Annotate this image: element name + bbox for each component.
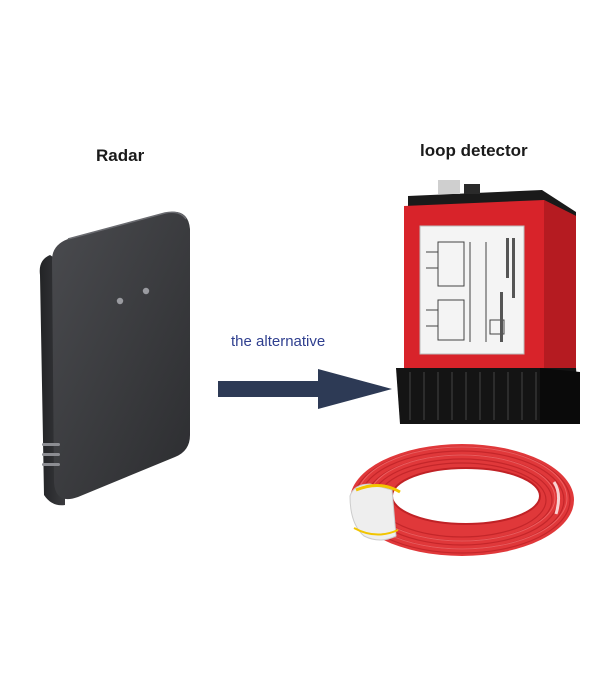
loop-detector-device bbox=[396, 180, 580, 424]
loop-detector-label: loop detector bbox=[420, 141, 528, 160]
red-cable-coil bbox=[349, 444, 574, 556]
radar-label: Radar bbox=[96, 146, 145, 165]
arrow-icon bbox=[218, 369, 392, 409]
radar-device bbox=[39, 211, 190, 506]
alternative-caption: the alternative bbox=[231, 333, 326, 350]
